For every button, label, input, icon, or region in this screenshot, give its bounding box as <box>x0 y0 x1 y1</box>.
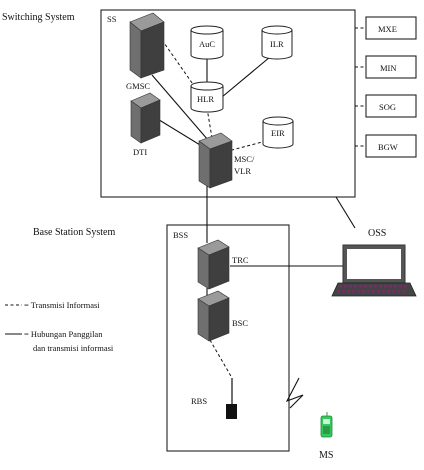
legend-solid-label-1: = Hubungan Panggilan <box>24 329 103 339</box>
legend: = Transmisi Informasi = Hubungan Panggil… <box>5 300 114 353</box>
legend-dashed-label: = Transmisi Informasi <box>24 300 100 310</box>
rbs-label: RBS <box>191 396 207 406</box>
laptop-key <box>377 290 380 293</box>
external-systems: MXE MIN SOG BGW <box>365 16 417 158</box>
ms-label: MS <box>319 450 333 461</box>
laptop-key <box>367 290 370 293</box>
vlr-label: VLR <box>234 166 251 176</box>
gmsc-label: GMSC <box>126 81 150 91</box>
connections <box>151 27 366 379</box>
sog-label: SOG <box>379 102 396 112</box>
radio-signal-icon <box>285 377 304 409</box>
mobile-phone-icon <box>320 412 333 438</box>
link-gmsc-msc <box>151 74 209 141</box>
laptop-key <box>347 290 350 293</box>
dti-label: DTI <box>133 147 147 157</box>
bgw-box <box>365 134 417 158</box>
ilr-database <box>261 25 293 60</box>
oss-laptop-icon <box>331 244 417 297</box>
laptop-key <box>362 290 365 293</box>
trc-label: TRC <box>232 255 249 265</box>
switching-system-code: SS <box>107 14 117 24</box>
rbs-antenna-icon <box>226 378 237 419</box>
laptop-key <box>404 285 407 288</box>
link-ss-oss <box>335 196 356 229</box>
auc-database <box>190 25 224 60</box>
laptop-key <box>384 285 387 288</box>
min-label: MIN <box>380 63 397 73</box>
trc-node <box>197 239 230 290</box>
laptop-key <box>342 290 345 293</box>
laptop-key <box>352 290 355 293</box>
laptop-key <box>382 290 385 293</box>
base-station-system-title: Base Station System <box>33 227 115 238</box>
sog-box <box>365 94 417 118</box>
oss-label: OSS <box>368 228 386 239</box>
switching-system-title: Switching System <box>2 12 75 23</box>
ilr-label: ILR <box>270 39 284 49</box>
laptop-key <box>359 285 362 288</box>
link-gmsc-hlr <box>161 39 198 91</box>
laptop-key <box>337 290 340 293</box>
laptop-key <box>394 285 397 288</box>
mxe-label: MXE <box>378 24 397 34</box>
eir-label: EIR <box>271 128 285 138</box>
msc-label: MSC/ <box>234 154 255 164</box>
bsc-label: BSC <box>232 318 248 328</box>
laptop-key <box>349 285 352 288</box>
laptop-key <box>354 285 357 288</box>
mxe-box <box>365 16 417 40</box>
link-bsc-rbs <box>209 339 233 379</box>
laptop-key <box>374 285 377 288</box>
laptop-key <box>402 290 405 293</box>
msc-vlr-node <box>198 132 233 189</box>
switching-system-box <box>100 9 356 198</box>
base-station-system-box <box>166 224 290 452</box>
laptop-key <box>369 285 372 288</box>
link-ilr-hlr <box>221 56 271 98</box>
laptop-key <box>339 285 342 288</box>
hlr-label: HLR <box>197 94 214 104</box>
laptop-key <box>357 290 360 293</box>
laptop-key <box>392 290 395 293</box>
hlr-database <box>190 81 224 113</box>
gmsc-node <box>129 12 165 79</box>
laptop-key <box>389 285 392 288</box>
legend-solid-label-2: dan transmisi informasi <box>33 343 114 353</box>
laptop-key <box>397 290 400 293</box>
eir-database <box>262 116 294 149</box>
min-box <box>365 55 417 79</box>
bsc-node <box>197 290 230 342</box>
link-eir-msc <box>231 140 267 151</box>
laptop-key <box>379 285 382 288</box>
laptop-key <box>399 285 402 288</box>
bgw-label: BGW <box>378 142 398 152</box>
link-hlr-msc <box>206 107 213 139</box>
laptop-key <box>372 290 375 293</box>
base-station-system-code: BSS <box>173 230 188 240</box>
auc-label: AuC <box>199 39 215 49</box>
laptop-key <box>387 290 390 293</box>
laptop-key <box>344 285 347 288</box>
dti-node <box>130 92 161 144</box>
link-dti-msc <box>155 117 206 149</box>
laptop-key <box>364 285 367 288</box>
